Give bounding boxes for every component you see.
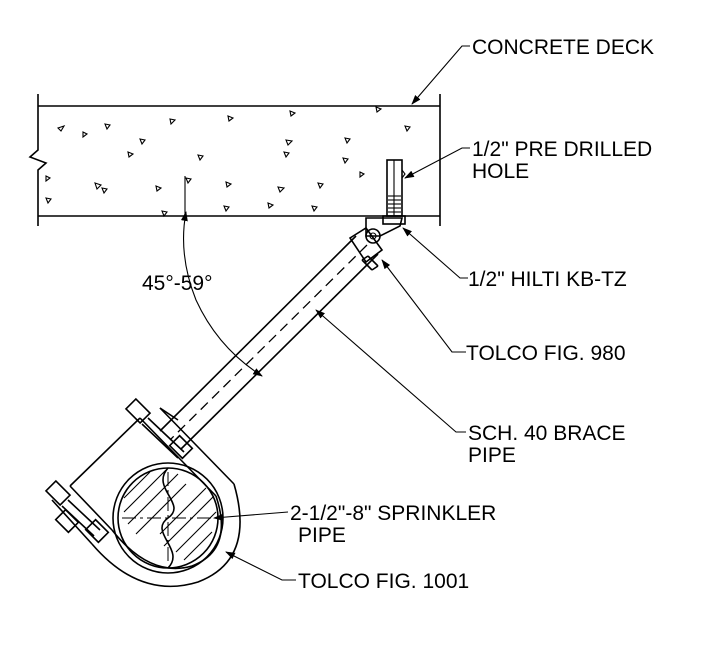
angle-dimension [180, 176, 263, 377]
label-anchor: 1/2" HILTI KB-TZ [468, 268, 627, 291]
label-brace-line2: PIPE [468, 444, 516, 467]
pipe-clamp [44, 397, 241, 588]
label-sprinkler-line1: 2-1/2"-8" SPRINKLER [290, 502, 496, 525]
label-brace-line1: SCH. 40 BRACE [468, 422, 626, 445]
label-clamp: TOLCO FIG. 1001 [298, 570, 469, 593]
label-concrete-deck: CONCRETE DECK [472, 36, 654, 59]
label-sprinkler-line2: PIPE [298, 524, 346, 547]
leader-lines [213, 45, 470, 581]
sprinkler-pipe-section [112, 462, 224, 574]
label-hole-line1: 1/2" PRE DRILLED [472, 138, 652, 161]
label-angle: 45°-59° [142, 272, 213, 295]
concrete-deck [28, 94, 441, 226]
brace-pipe [159, 235, 379, 450]
swivel-attachment [348, 217, 404, 271]
anchor-bolt [382, 159, 406, 225]
concrete-aggregate [45, 106, 411, 218]
label-attachment: TOLCO FIG. 980 [466, 342, 626, 365]
label-hole-line2: HOLE [472, 160, 529, 183]
